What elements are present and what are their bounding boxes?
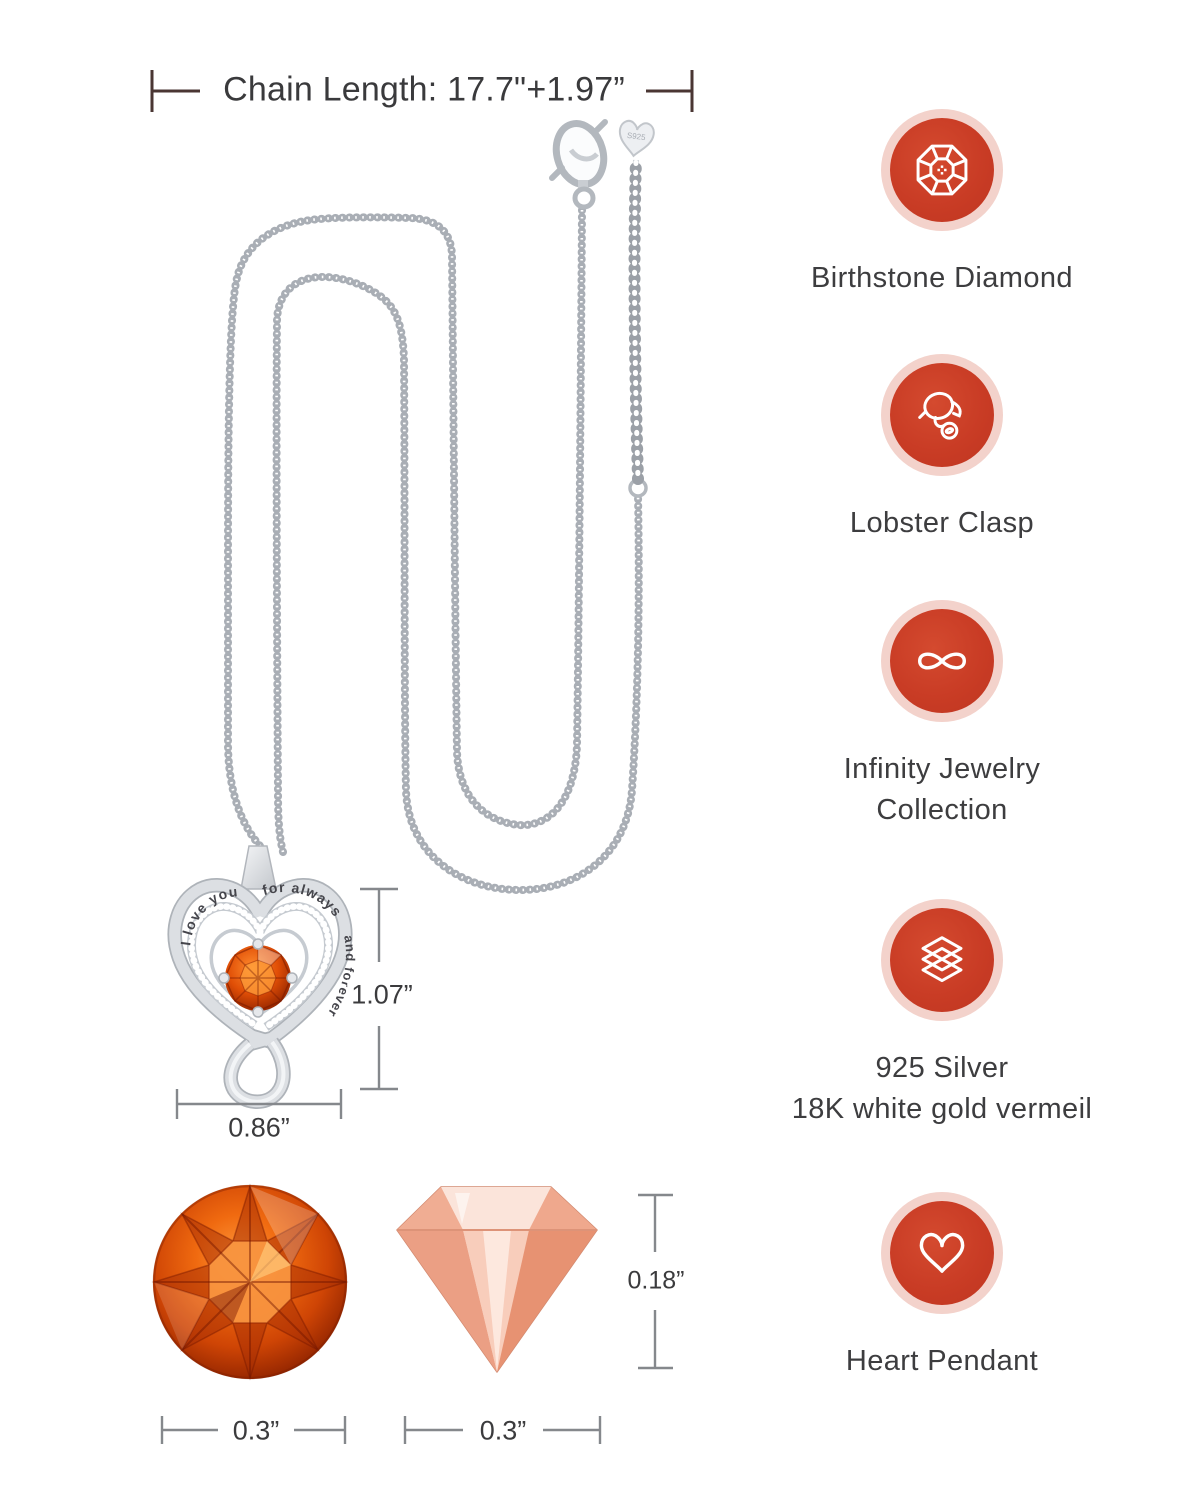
- lobster-clasp-icon: [918, 391, 962, 440]
- feature-heart-pendant: Heart Pendant: [642, 1201, 1200, 1382]
- tag-stamp-text: S925: [626, 131, 646, 143]
- pendant-height-label: 1.07”: [347, 979, 417, 1011]
- heart-pendant: I love you for always and forever: [167, 845, 357, 1109]
- title-dimension-marks: [150, 70, 694, 112]
- feature-label-line1: Heart Pendant: [845, 1345, 1039, 1377]
- pendant-cz-band: [187, 902, 333, 1031]
- diamond-height-dimension: [638, 1193, 673, 1370]
- feature-birthstone-diamond: Birthstone Diamond: [642, 118, 1200, 299]
- feature-label-line2: Collection: [876, 794, 1008, 826]
- pendant-width-label: 0.86”: [224, 1112, 294, 1144]
- round-gem-width-label: 0.3”: [228, 1415, 284, 1447]
- feature-925-silver: 925 Silver 18K white gold vermeil: [642, 908, 1200, 1130]
- pendant-height-dimension: [360, 887, 398, 1091]
- feature-infinity-collection: Infinity Jewelry Collection: [642, 609, 1200, 831]
- chain-strand-tag-side: [272, 272, 643, 895]
- diamond-height-label: 0.18”: [623, 1266, 689, 1296]
- infinity-icon: [917, 652, 967, 670]
- feature-label-line1: 925 Silver: [875, 1052, 1009, 1084]
- lobster-clasp: [549, 119, 608, 210]
- layers-icon: [921, 936, 963, 983]
- heart-tag: S925: [618, 119, 655, 158]
- feature-label-line1: Birthstone Diamond: [811, 262, 1073, 294]
- diamond-width-label: 0.3”: [475, 1415, 531, 1447]
- round-gem-width-dimension: [160, 1416, 347, 1444]
- chain: [224, 154, 648, 895]
- extension-chain: [628, 154, 648, 498]
- pendant-gem: [218, 938, 298, 1018]
- chain-length-title: Chain Length: 17.7"+1.97”: [223, 70, 625, 109]
- feature-label-line2: 18K white gold vermeil: [791, 1093, 1093, 1125]
- feature-label-line1: Infinity Jewelry: [843, 753, 1041, 785]
- chain-strand-clasp-side: [224, 206, 586, 852]
- feature-lobster-clasp: Lobster Clasp: [642, 363, 1200, 544]
- birthstone-gem-icon: [916, 144, 968, 196]
- pendant-outer-band: [167, 878, 353, 1109]
- feature-label-line1: Lobster Clasp: [849, 507, 1035, 539]
- round-gem-photo: [151, 1183, 349, 1381]
- diamond-width-dimension: [403, 1416, 602, 1444]
- pendant-width-dimension: [175, 1089, 343, 1119]
- diamond-side-photo: [396, 1186, 598, 1373]
- heart-icon: [919, 1232, 965, 1273]
